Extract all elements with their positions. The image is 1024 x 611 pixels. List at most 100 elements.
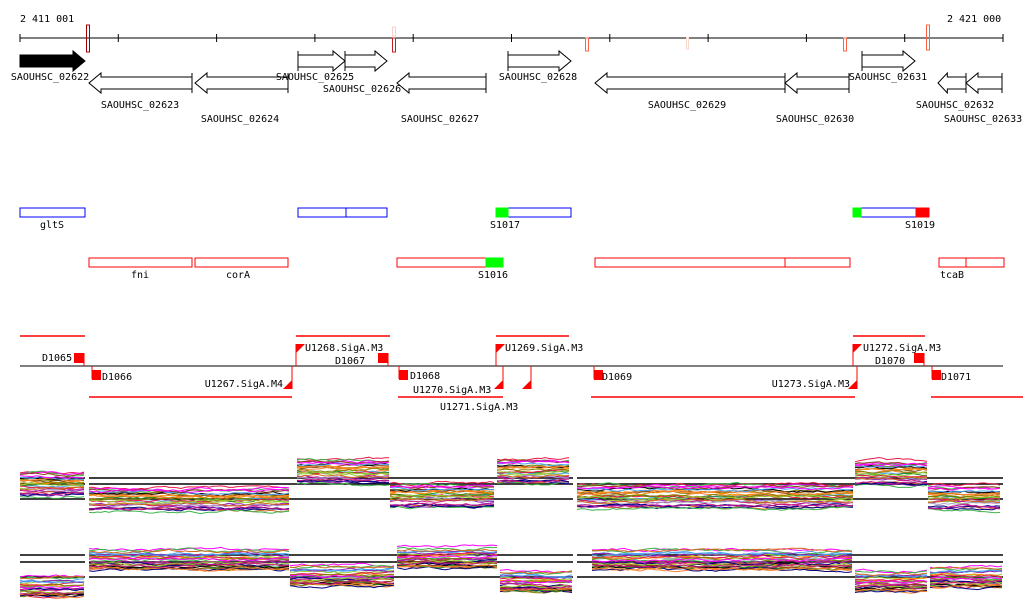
expression-line (854, 589, 928, 593)
expression-line (496, 469, 570, 476)
expression-line (929, 566, 1003, 571)
expression-line (497, 478, 570, 484)
expression-line (19, 593, 85, 597)
gene-arrow-icon (784, 71, 850, 95)
gene-label: SAOUHSC_02625 (276, 72, 354, 83)
expression-line (929, 576, 1003, 581)
expression-line (19, 485, 85, 490)
gene-label: SAOUHSC_02629 (648, 100, 726, 111)
expression-line (19, 587, 85, 592)
expression-line (854, 588, 928, 593)
expression-line (19, 495, 85, 499)
expression-line (296, 471, 390, 476)
coordinate-ruler: 2 411 001 2 421 000 (19, 14, 1004, 53)
expression-line (591, 547, 853, 553)
expression-line (854, 578, 928, 583)
feature-box (507, 207, 572, 218)
expression-line (396, 555, 497, 559)
expression-line (396, 548, 498, 552)
feature-box (345, 207, 388, 218)
feature-box (938, 257, 967, 268)
transcription-unit-label: D1071 (941, 372, 971, 383)
expression-line (929, 583, 1003, 589)
transcription-unit-label: U1270.SigA.M3 (413, 385, 491, 396)
expression-line (389, 493, 495, 499)
transcription-unit-label: U1269.SigA.M3 (505, 343, 583, 354)
expression-line (389, 486, 495, 492)
expression-line (296, 464, 390, 470)
transcription-unit-label: U1273.SigA.M3 (772, 379, 850, 390)
expression-line (389, 502, 495, 507)
expression-line (289, 574, 395, 580)
expression-line (88, 566, 290, 572)
gene-arrow-icon (937, 71, 967, 95)
expression-line (396, 544, 498, 548)
expression-line (496, 457, 570, 461)
expression-line (927, 508, 1001, 514)
expression-line (927, 492, 1001, 497)
expression-line (88, 562, 290, 569)
expression-line (496, 459, 570, 464)
terminator-down-icon (932, 370, 941, 380)
expression-line (854, 465, 928, 470)
expression-line (927, 496, 1001, 500)
expression-line (576, 497, 854, 505)
expression-line (88, 506, 290, 512)
expression-line (929, 569, 1003, 574)
promoter-flag-icon (283, 380, 292, 389)
expression-line (854, 467, 928, 472)
site-marker (392, 37, 396, 53)
expression-line (19, 475, 85, 479)
expression-line (854, 471, 928, 477)
gene-label: SAOUHSC_02622 (11, 72, 89, 83)
expression-line (396, 557, 498, 562)
gene-arrow-icon (861, 49, 916, 73)
expression-line (496, 474, 570, 479)
expression-line (19, 491, 85, 496)
expression-line (576, 483, 854, 490)
expression-line (929, 566, 1003, 571)
expression-line (296, 466, 390, 473)
site-marker (926, 24, 930, 51)
expression-line (576, 485, 854, 491)
expression-profile-tracks (19, 456, 1003, 599)
expression-line (389, 496, 495, 502)
expression-line (591, 561, 853, 568)
expression-line (19, 487, 85, 493)
feature-box (860, 207, 917, 218)
expression-line (88, 548, 290, 554)
expression-line (19, 470, 85, 477)
expression-line (88, 493, 290, 499)
gene-label: SAOUHSC_02624 (201, 114, 279, 125)
transcription-unit-label: D1069 (602, 372, 632, 383)
promoter-flag-icon (296, 344, 305, 353)
transcription-unit-label: D1065 (42, 353, 72, 364)
expression-line (576, 481, 854, 490)
expression-line (19, 590, 85, 596)
gene-label: SAOUHSC_02630 (776, 114, 854, 125)
expression-line (591, 551, 853, 558)
expression-line (389, 494, 495, 500)
expression-line (88, 509, 290, 515)
expression-line (389, 484, 495, 489)
expression-line (19, 481, 85, 485)
transcription-unit-label: D1067 (335, 356, 365, 367)
expression-line (499, 570, 573, 575)
expression-line (19, 575, 84, 580)
promoter-flag-icon (522, 380, 531, 389)
expression-line (396, 560, 498, 566)
expression-line (296, 461, 390, 466)
expression-line (499, 576, 573, 582)
expression-line (576, 494, 854, 501)
gene-arrow-icon (396, 71, 487, 95)
expression-line (19, 479, 85, 485)
expression-line (927, 482, 1001, 487)
expression-line (296, 479, 390, 484)
expression-line (499, 588, 573, 592)
feature-box (88, 257, 193, 268)
promoter-flag-icon (494, 380, 503, 389)
expression-line (927, 503, 1001, 510)
expression-line (591, 554, 853, 560)
